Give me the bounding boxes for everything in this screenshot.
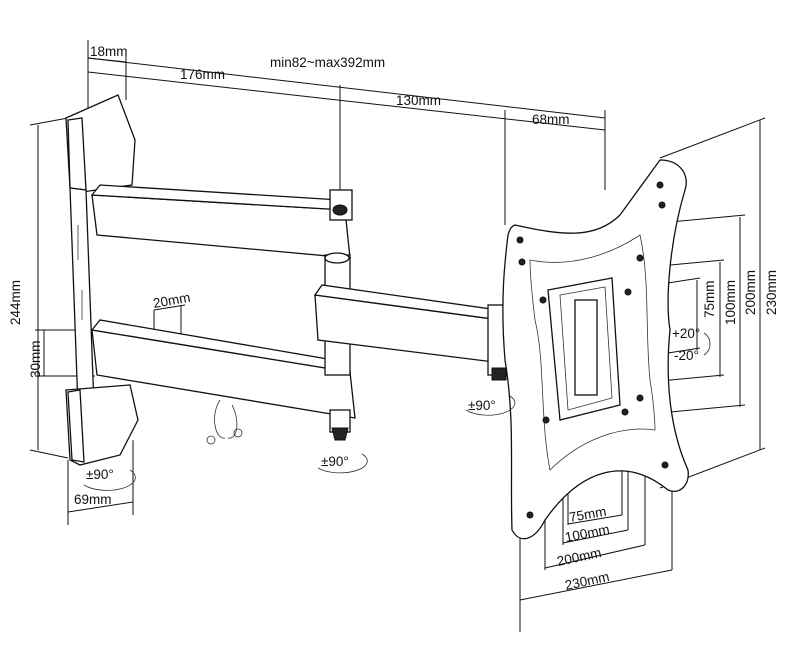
upper-arm bbox=[90, 184, 353, 259]
label-wall-plate-width-small: 30mm bbox=[28, 340, 43, 378]
label-vesa-h-75: 75mm bbox=[568, 504, 608, 525]
tilt-arrow bbox=[703, 332, 711, 356]
cable-hook bbox=[206, 399, 243, 445]
label-vesa-h-200: 200mm bbox=[556, 545, 603, 569]
wall-plate bbox=[65, 94, 139, 466]
label-vesa-h-100: 100mm bbox=[564, 522, 611, 545]
rotation-arrow-head bbox=[465, 395, 516, 416]
label-tilt-down: -20° bbox=[674, 348, 699, 363]
rotation-arrow-wall bbox=[83, 469, 136, 491]
label-wall-plate-height: 244mm bbox=[8, 280, 23, 325]
label-vesa-v-230: 230mm bbox=[764, 270, 779, 315]
front-arm bbox=[313, 284, 519, 381]
label-arm2-length: 130mm bbox=[396, 93, 441, 108]
top-dimension-lines bbox=[87, 40, 606, 225]
label-vesa-v-200: 200mm bbox=[743, 270, 758, 315]
label-wall-swivel: ±90° bbox=[86, 467, 114, 482]
label-vesa-v-100: 100mm bbox=[723, 280, 738, 325]
label-arm1-length: 176mm bbox=[180, 67, 225, 82]
label-elbow-swivel: ±90° bbox=[321, 454, 349, 469]
lower-arm bbox=[90, 319, 356, 441]
rotation-arrow-elbow bbox=[317, 453, 368, 474]
label-wall-plate-thickness: 18mm bbox=[90, 44, 128, 59]
label-arm-to-plate: 68mm bbox=[532, 112, 570, 127]
label-vesa-h-230: 230mm bbox=[564, 569, 611, 593]
label-wall-plate-depth: 69mm bbox=[74, 492, 112, 507]
label-arm-gap: 20mm bbox=[152, 290, 192, 311]
label-extension-range: min82~max392mm bbox=[270, 55, 385, 70]
label-tilt-up: +20° bbox=[672, 326, 700, 341]
label-vesa-v-75: 75mm bbox=[702, 280, 717, 318]
vesa-plate bbox=[502, 159, 689, 540]
label-head-swivel: ±90° bbox=[468, 398, 496, 413]
